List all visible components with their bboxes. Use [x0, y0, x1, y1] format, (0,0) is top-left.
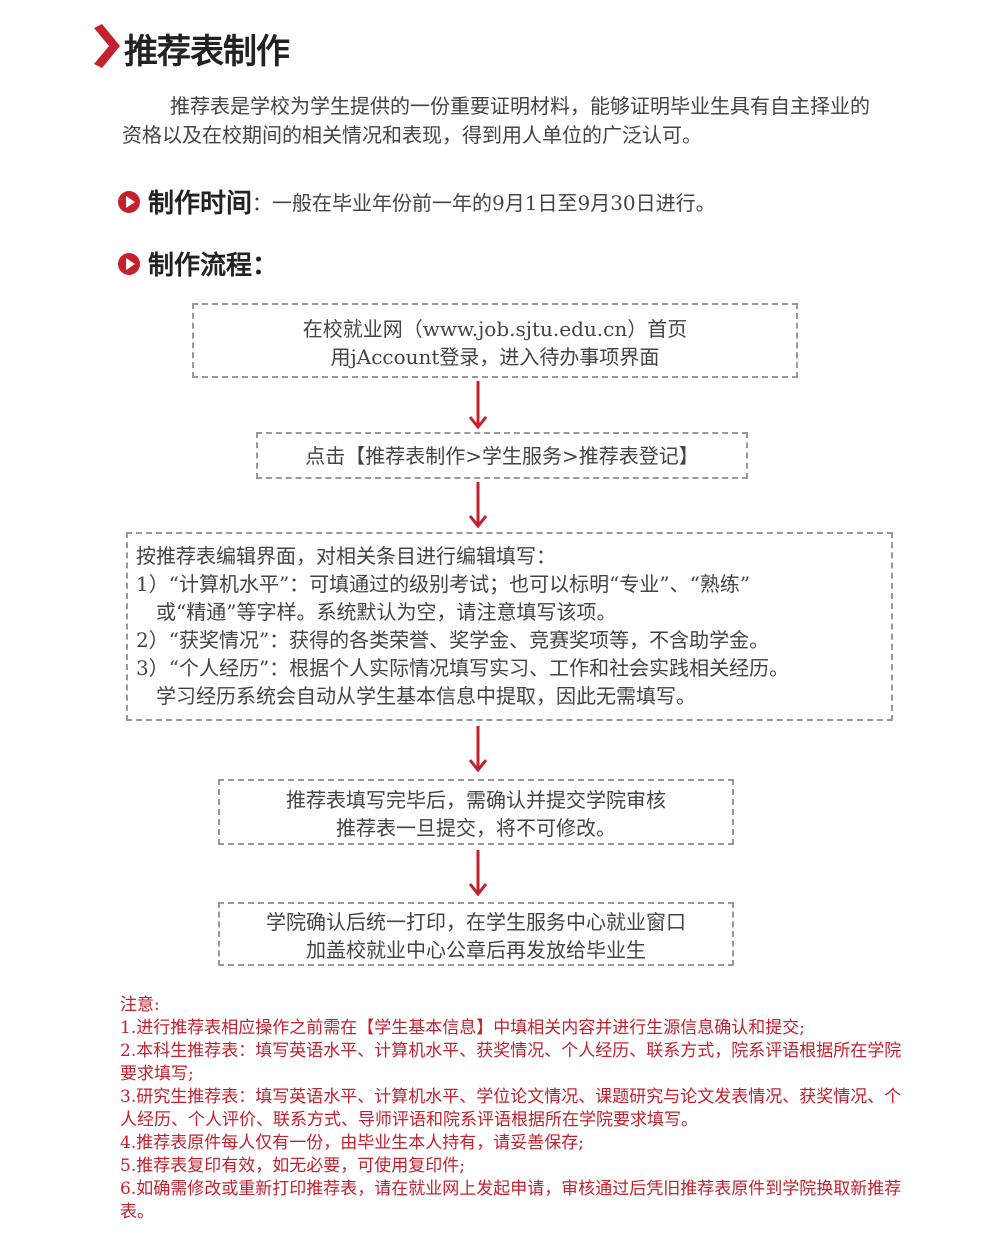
step-line: 2）“获奖情况”：获得的各类荣誉、奖学金、竞赛奖项等，不含助学金。 [136, 628, 770, 652]
chevron-right-icon [94, 24, 120, 68]
step-line: 学院确认后统一打印，在学生服务中心就业窗口 [266, 910, 686, 934]
note-item: 5.推荐表复印有效，如无必要，可使用复印件; [120, 1156, 465, 1176]
arrow-down-icon [468, 482, 488, 528]
flow-step-1: 在校就业网（www.job.sjtu.edu.cn）首页 用jAccount登录… [192, 303, 798, 378]
step-line: 用jAccount登录，进入待办事项界面 [330, 345, 660, 369]
step-line: 加盖校就业中心公章后再发放给毕业生 [306, 938, 646, 962]
step-line: 学习经历系统会自动从学生基本信息中提取，因此无需填写。 [136, 684, 696, 708]
arrow-down-icon [468, 381, 488, 429]
note-item: 2.本科生推荐表：填写英语水平、计算机水平、获奖情况、个人经历、联系方式，院系评… [120, 1041, 902, 1084]
section-time: 制作时间 ：一般在毕业年份前一年的9月1日至9月30日进行。 [118, 183, 716, 220]
note-item: 4.推荐表原件每人仅有一份，由毕业生本人持有，请妥善保存; [120, 1133, 584, 1153]
arrow-down-icon [468, 850, 488, 896]
flow-step-4: 推荐表填写完毕后，需确认并提交学院审核 推荐表一旦提交，将不可修改。 [218, 779, 734, 845]
time-text: ：一般在毕业年份前一年的9月1日至9月30日进行。 [252, 191, 716, 215]
flow-step-3: 按推荐表编辑界面，对相关条目进行编辑填写： 1）“计算机水平”：可填通过的级别考… [126, 532, 893, 721]
note-item: 1.进行推荐表相应操作之前需在【学生基本信息】中填相关内容并进行生源信息确认和提… [120, 1018, 805, 1038]
step-line: 点击【推荐表制作>学生服务>推荐表登记】 [305, 444, 699, 468]
step-line: 1）“计算机水平”：可填通过的级别考试；也可以标明“专业”、“熟练” [136, 572, 751, 596]
notes-heading: 注意: [120, 995, 160, 1015]
section-heading: 制作流程： [148, 251, 279, 281]
step-line: 3）“个人经历”：根据个人实际情况填写实习、工作和社会实践相关经历。 [136, 656, 790, 680]
step-line: 按推荐表编辑界面，对相关条目进行编辑填写： [136, 544, 556, 568]
step-line: 推荐表一旦提交，将不可修改。 [336, 816, 616, 840]
section-heading: 制作时间 [148, 189, 253, 219]
intro-paragraph: 推荐表是学校为学生提供的一份重要证明材料，能够证明毕业生具有自主择业的资格以及在… [122, 94, 870, 147]
step-line: 或“精通”等字样。系统默认为空，请注意填写该项。 [136, 600, 617, 624]
note-item: 3.研究生推荐表：填写英语水平、计算机水平、学位论文情况、课题研究与论文发表情况… [120, 1087, 902, 1130]
section-process: 制作流程： [118, 245, 278, 282]
step-line: 在校就业网（www.job.sjtu.edu.cn）首页 [302, 317, 688, 341]
step-line: 推荐表填写完毕后，需确认并提交学院审核 [286, 788, 666, 812]
page-title: 推荐表制作 [124, 32, 290, 72]
notes: 注意: 1.进行推荐表相应操作之前需在【学生基本信息】中填相关内容并进行生源信息… [120, 994, 905, 1224]
flow-step-2: 点击【推荐表制作>学生服务>推荐表登记】 [256, 432, 748, 479]
arrow-down-icon [468, 726, 488, 772]
play-bullet-icon [118, 190, 140, 213]
play-bullet-icon [118, 252, 140, 275]
note-item: 6.如确需修改或重新打印推荐表，请在就业网上发起申请，审核通过后凭旧推荐表原件到… [120, 1179, 902, 1222]
flow-step-5: 学院确认后统一打印，在学生服务中心就业窗口 加盖校就业中心公章后再发放给毕业生 [218, 902, 734, 966]
